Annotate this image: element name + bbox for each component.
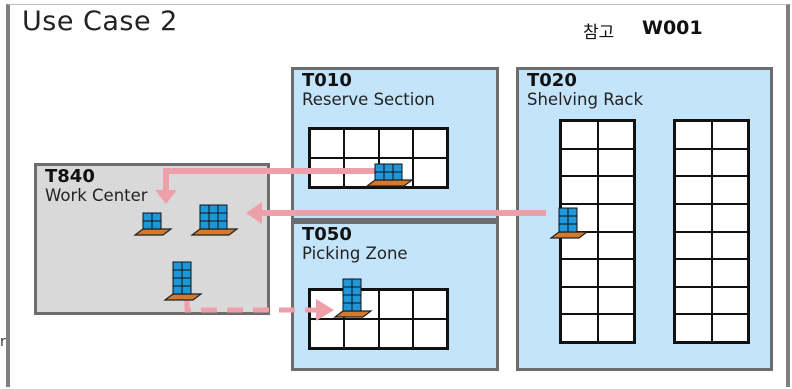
reference-code: W001 [642, 17, 703, 39]
work-center-name: Work Center [45, 186, 148, 205]
pallet-workcenter-medium [190, 204, 239, 236]
picking-bin-grid [308, 288, 449, 350]
arrow-workcenter-to-picking [184, 298, 334, 321]
shelving-rack-right [673, 119, 750, 344]
pallet-workcenter-small [133, 212, 173, 236]
work-center-panel: T840 Work Center [34, 163, 270, 315]
reserve-bin-grid [308, 127, 449, 189]
picking-zone-panel: T050 Picking Zone [291, 221, 499, 371]
pallet-shelving [549, 207, 589, 239]
reserve-section-panel: T010 Reserve Section [291, 67, 499, 221]
reserve-section-name: Reserve Section [302, 90, 435, 109]
edge-fragment-text: r [0, 334, 6, 350]
diagram-title: Use Case 2 [22, 6, 178, 37]
work-center-code: T840 [45, 166, 95, 187]
arrow-shelving-to-workcenter [246, 202, 546, 224]
picking-zone-code: T050 [302, 224, 352, 245]
pallet-workcenter-tall [163, 261, 203, 301]
pallet-picking [333, 278, 373, 318]
shelving-rack-name: Shelving Rack [527, 90, 644, 109]
reference-label: 참고 [583, 23, 615, 43]
stock-pallets [133, 163, 589, 318]
picking-zone-name: Picking Zone [302, 244, 408, 263]
arrow-reserve-to-workcenter [155, 168, 378, 204]
shelving-rack-code: T020 [527, 70, 577, 91]
reserve-section-code: T010 [302, 70, 352, 91]
pallet-reserve [365, 163, 414, 187]
